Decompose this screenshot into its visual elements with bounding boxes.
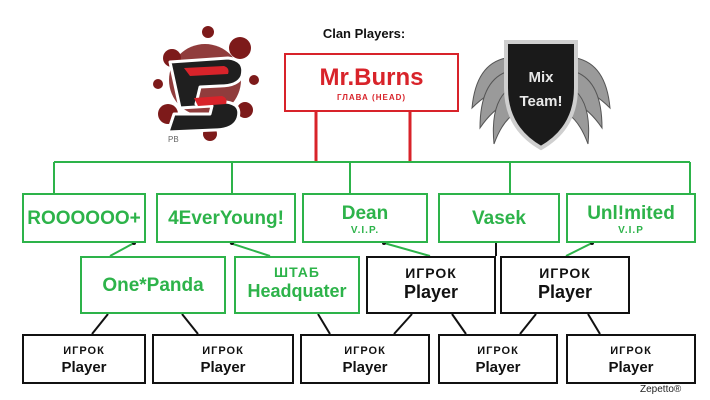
member-name: ROOOOOO+: [27, 208, 141, 229]
chart-title: Clan Players:: [322, 26, 406, 41]
member-node-4everyoung: 4EverYoung!: [156, 193, 296, 243]
member-name: Vasek: [472, 208, 526, 229]
emblem-text-line2: Team!: [519, 93, 562, 110]
connector-line: [565, 242, 593, 257]
connector-line: [229, 242, 271, 257]
player-node: ИГРОК Player: [22, 334, 146, 384]
member-name: Unl!mited: [587, 203, 675, 224]
player-node: ИГРОК Player: [152, 334, 294, 384]
player-label-en: Player: [61, 359, 107, 376]
connector-line: [393, 313, 413, 335]
player-label-en: Player: [403, 282, 459, 302]
player-node: ИГРОК Player: [366, 256, 496, 314]
member-node-unlimited: Unl!mited V.I.P: [566, 193, 696, 243]
player-node: ИГРОК Player: [438, 334, 558, 384]
connector-line: [109, 242, 135, 257]
watermark: Zepetto®: [640, 384, 682, 395]
player-label-en: Player: [342, 359, 388, 376]
player-label-ru: ИГРОК: [63, 345, 105, 357]
connector-line: [383, 242, 431, 257]
member-name: 4EverYoung!: [168, 208, 284, 229]
connector-line: [181, 313, 199, 335]
player-label-ru: ИГРОК: [477, 345, 519, 357]
headquarters-label-en: Headquater: [247, 281, 347, 301]
connector-line: [91, 313, 109, 335]
player-label-en: Player: [608, 359, 654, 376]
player-label-ru: ИГРОК: [539, 265, 591, 281]
connector-line: [317, 313, 331, 335]
member-rank: V.I.P: [618, 225, 644, 236]
leader-role: ГЛАВА (HEAD): [336, 93, 407, 102]
pb-logo-icon: PB: [150, 18, 260, 148]
emblem-text-line1: Mix: [528, 69, 554, 86]
pb-logo-text: PB: [168, 135, 179, 144]
player-label-ru: ИГРОК: [344, 345, 386, 357]
member-rank: V.I.P.: [350, 225, 380, 236]
connector-line: [451, 313, 467, 335]
member-node-one-panda: One*Panda: [80, 256, 226, 314]
member-node-rooooooo: ROOOOOO+: [22, 193, 146, 243]
player-label-en: Player: [537, 282, 593, 302]
connector-line: [519, 313, 537, 335]
leader-name: Mr.Burns: [319, 64, 424, 91]
member-name: One*Panda: [102, 275, 204, 296]
member-node-vasek: Vasek: [438, 193, 560, 243]
player-label-ru: ИГРОК: [405, 265, 457, 281]
player-label-ru: ИГРОК: [610, 345, 652, 357]
leader-node: Mr.Burns ГЛАВА (HEAD): [284, 53, 459, 112]
player-label-ru: ИГРОК: [202, 345, 244, 357]
headquarters-node: ШТАБ Headquater: [234, 256, 360, 314]
player-node: ИГРОК Player: [566, 334, 696, 384]
player-node: ИГРОК Player: [500, 256, 630, 314]
player-label-en: Player: [200, 359, 246, 376]
connector-line: [587, 313, 601, 335]
member-node-dean: Dean V.I.P.: [302, 193, 428, 243]
player-label-en: Player: [475, 359, 521, 376]
player-node: ИГРОК Player: [300, 334, 430, 384]
member-name: Dean: [341, 203, 389, 224]
headquarters-label-ru: ШТАБ: [274, 264, 320, 280]
winged-shield-icon: Mix Team!: [466, 18, 616, 158]
